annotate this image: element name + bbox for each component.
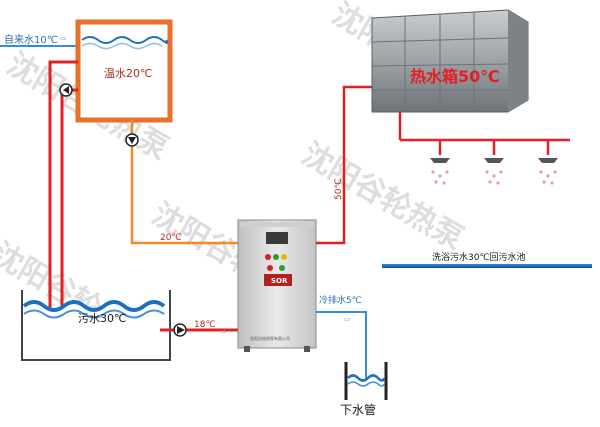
shower-return-label: 洗浴污水30℃回污水池 xyxy=(432,251,526,263)
temp-50-label: 50℃ xyxy=(334,178,344,200)
shower-pipes xyxy=(398,112,570,155)
cold-drain-label: 冷排水5℃ xyxy=(319,294,362,306)
unit-display xyxy=(266,232,288,244)
flow-arrow-icon: ⇨ xyxy=(344,315,351,324)
warm-pipe xyxy=(130,120,240,245)
temp-18-label: 18℃ xyxy=(194,320,216,330)
unit-logo-plate xyxy=(264,274,292,286)
pump-icon xyxy=(125,133,139,147)
unit-nameplate: 沈阳谷轮热泵有限公司 xyxy=(250,335,290,341)
watermark-3: 沈阳谷轮热泵 xyxy=(296,137,469,257)
temp-20-label: 20℃ xyxy=(160,233,182,243)
heat-pump-unit: SOR 沈阳谷轮热泵有限公司 xyxy=(237,219,317,352)
flow-arrow-icon: ⇨ xyxy=(220,327,227,336)
shower-drain-line xyxy=(382,264,592,268)
flow-arrow-icon: ⇨ xyxy=(60,34,67,43)
hot-water-tank: 热水箱50℃ xyxy=(371,9,529,113)
sewage-label: 污水30℃ xyxy=(78,312,126,325)
pump-icon xyxy=(173,323,187,337)
sewer-label: 下水管 xyxy=(340,402,376,417)
hot-supply-pipe xyxy=(316,85,372,245)
hot-tank-label: 热水箱50℃ xyxy=(410,67,500,86)
tap-water-label: 自来水10℃ xyxy=(4,33,58,46)
warm-tank-label: 温水20℃ xyxy=(104,67,152,80)
indicator-light xyxy=(265,254,271,260)
sewer-pipe: 下水管 xyxy=(340,362,388,417)
warm-tank-water-wave xyxy=(81,36,169,44)
sewage-pool: 污水30℃ xyxy=(21,290,171,361)
pump-icon xyxy=(59,83,73,97)
shower-head-icon xyxy=(484,158,504,185)
shower-head-icon xyxy=(538,158,558,185)
unit-brand: SOR xyxy=(271,277,288,285)
shower-heads xyxy=(430,158,558,185)
cold-drain-pipe xyxy=(316,311,367,378)
shower-head-icon xyxy=(430,158,450,185)
